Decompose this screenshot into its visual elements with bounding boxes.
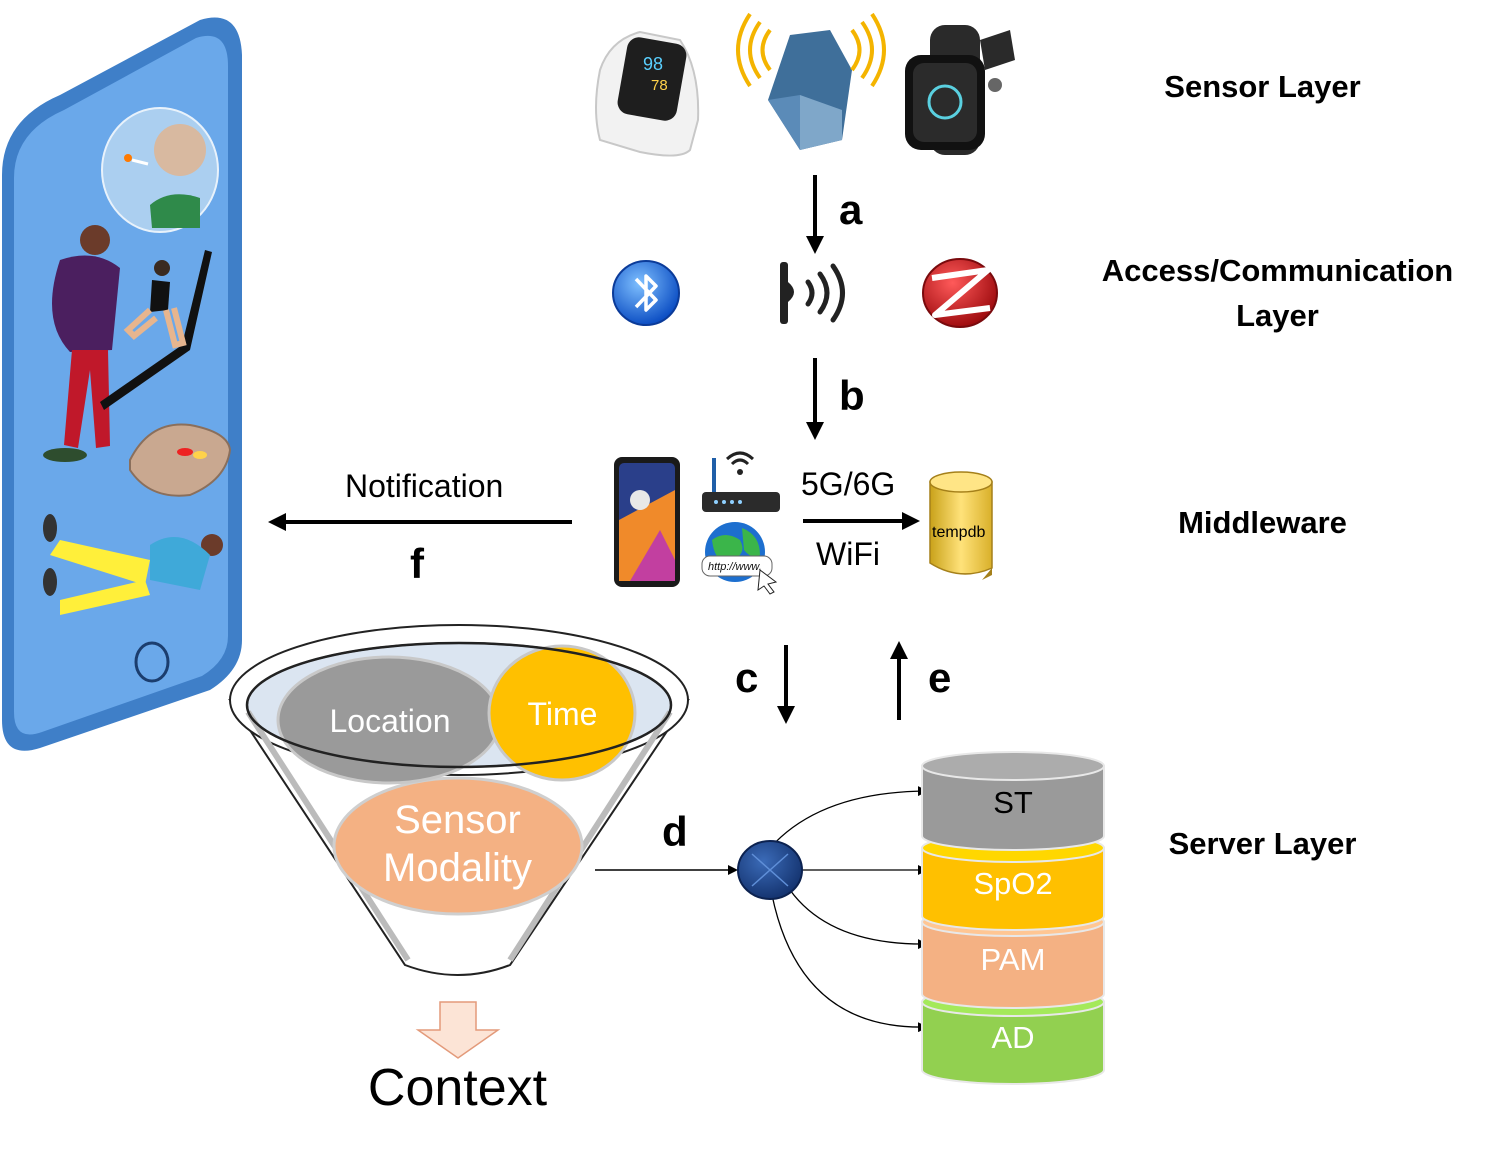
url-label: http://www. [708, 561, 762, 573]
step-f-label: f [410, 540, 424, 587]
bluetooth-icon [612, 260, 680, 326]
chest-pain-person-icon [43, 225, 120, 462]
zigbee-icon [922, 258, 998, 328]
server-cylinder-label: AD [991, 1020, 1034, 1055]
time-bubble [487, 644, 637, 782]
server-layer-label: Server Layer [1168, 826, 1357, 861]
nfc-signal-icon [780, 262, 845, 324]
context-down-arrow-icon [415, 1001, 501, 1059]
server-cylinder-label: PAM [981, 942, 1046, 977]
sensor-modality-line1: Sensor [394, 798, 521, 842]
server-cylinder-label: SpO2 [973, 866, 1052, 901]
sensor-layer-label: Sensor Layer [1164, 69, 1361, 104]
step-d-label: d [662, 808, 688, 855]
sensor-modality-bubble [332, 776, 584, 916]
home-button-icon [134, 641, 170, 683]
notification-label: Notification [345, 468, 504, 504]
network-5g6g-label: 5G/6G [801, 466, 896, 502]
access-layer-label-line2: Layer [1236, 298, 1319, 333]
tempdb-label: tempdb [932, 524, 986, 541]
server-cylinder-label: ST [993, 785, 1033, 820]
route-to-pam [789, 889, 928, 950]
network-wifi-label: WiFi [816, 536, 880, 572]
server-stack: AD PAM SpO2 ST [921, 751, 1105, 1085]
route-to-st [769, 786, 928, 849]
beacon-icon [736, 12, 886, 150]
context-label: Context [367, 1059, 548, 1117]
route-to-ad [771, 894, 928, 1033]
middleware-layer-label: Middleware [1178, 505, 1347, 540]
oximeter-pulse-reading: 78 [651, 77, 668, 94]
context-funnel [228, 624, 690, 976]
step-b-label: b [839, 372, 865, 419]
time-label: Time [527, 696, 598, 732]
hand-with-pills-icon [129, 423, 232, 497]
sensor-modality-label: Sensor Modality [350, 796, 565, 892]
wifi-router-icon [702, 451, 780, 512]
location-label: Location [329, 703, 451, 739]
fallen-person-icon [43, 514, 223, 615]
internet-globe-icon: http://www. [701, 522, 778, 595]
access-layer-label-line1: Access/Communication [1101, 253, 1454, 288]
pulse-oximeter-icon: 98 78 [595, 30, 700, 157]
smoker-icon [101, 107, 219, 233]
sensor-modality-line2: Modality [383, 846, 532, 890]
treadmill-runner-icon [100, 250, 212, 410]
routing-node [737, 840, 803, 900]
step-c-label: c [735, 654, 759, 701]
oximeter-spo2-reading: 98 [643, 54, 663, 74]
server-cylinder-st: ST [921, 751, 1105, 851]
step-e-label: e [928, 654, 952, 701]
smartwatch-icon [905, 25, 1015, 155]
mobile-phone-icon [614, 457, 680, 587]
smartphone-illustration [2, 17, 242, 751]
step-a-label: a [839, 186, 863, 233]
tempdb-database-icon [929, 471, 993, 580]
